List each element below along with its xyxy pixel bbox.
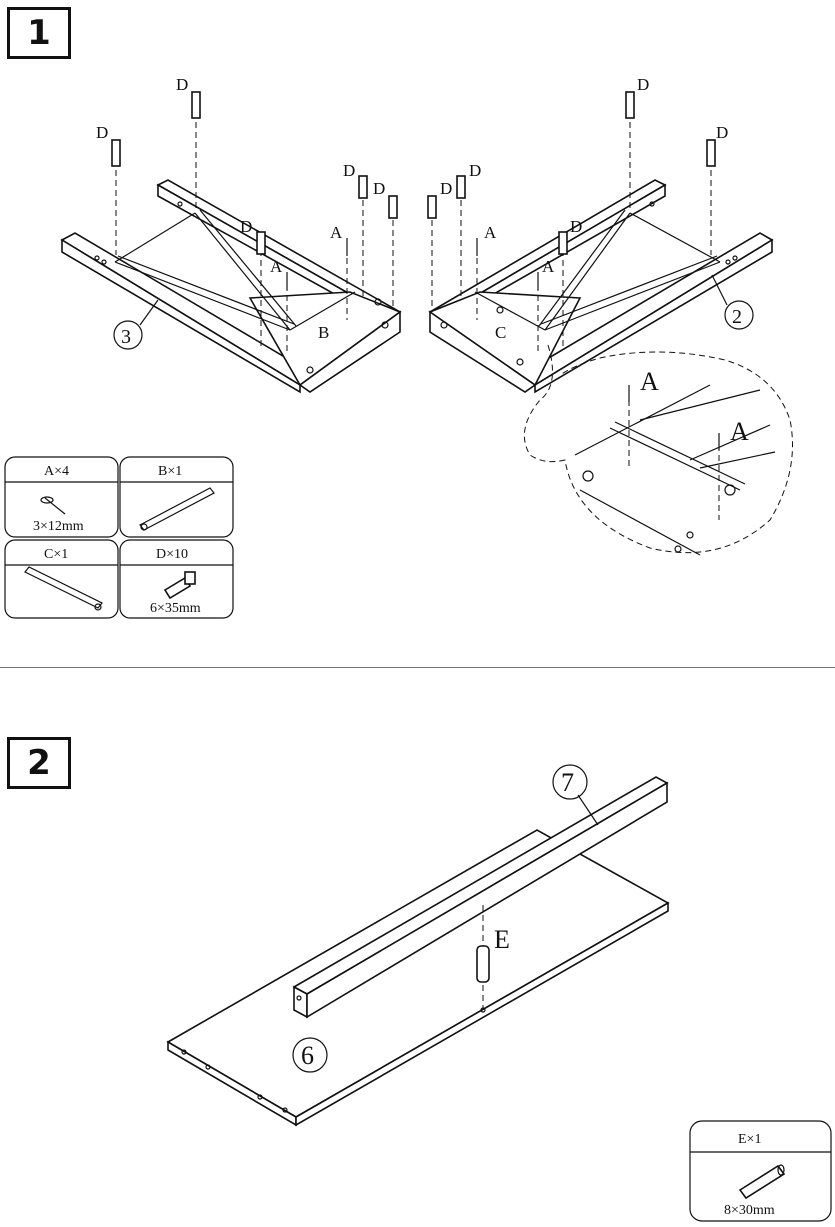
detail-bubble: A A <box>523 344 793 556</box>
label-d: D <box>716 123 728 142</box>
label-a: A <box>484 223 497 242</box>
hardware-b-title: B×1 <box>158 464 182 479</box>
callout-part-6: 6 <box>301 1041 314 1070</box>
label-d: D <box>240 217 252 236</box>
hardware-d-size: 6×35mm <box>150 601 201 616</box>
label-d: D <box>373 179 385 198</box>
hardware-e-title: E×1 <box>738 1132 761 1147</box>
step-2-number: 2 <box>7 737 71 789</box>
label-a: A <box>270 257 283 276</box>
hardware-a-size: 3×12mm <box>33 519 84 534</box>
label-e: E <box>494 925 510 954</box>
label-a: A <box>730 417 749 446</box>
bracket-b-icon <box>139 487 215 531</box>
callout-part-3: 3 <box>121 326 131 348</box>
step-divider <box>0 667 835 668</box>
label-d: D <box>176 75 188 94</box>
hardware-e-size: 8×30mm <box>724 1203 775 1218</box>
hardware-c-title: C×1 <box>44 547 68 562</box>
callout-part-7: 7 <box>561 768 574 797</box>
bracket-c-icon <box>24 566 103 611</box>
label-d: D <box>469 161 481 180</box>
left-frame-drawing: 3 D D D D D A A B <box>60 75 402 394</box>
label-a: A <box>640 367 659 396</box>
label-d: D <box>343 161 355 180</box>
step-1-number: 1 <box>7 7 71 59</box>
step2-drawing: E 7 6 <box>166 764 670 1127</box>
label-a: A <box>542 257 555 276</box>
label-a: A <box>330 223 343 242</box>
label-d: D <box>637 75 649 94</box>
label-d: D <box>570 217 582 236</box>
hardware-a-title: A×4 <box>44 464 69 479</box>
label-c: C <box>495 323 506 342</box>
label-d: D <box>96 123 108 142</box>
hardware-table-step1: A×4 3×12mm B×1 C×1 D×10 6×35mm <box>4 456 234 619</box>
label-b: B <box>318 323 329 342</box>
hardware-table-step2: E×1 8×30mm <box>689 1120 832 1222</box>
dowel-icon <box>738 1164 786 1200</box>
hardware-d-title: D×10 <box>156 547 188 562</box>
label-d: D <box>440 179 452 198</box>
callout-part-2: 2 <box>732 306 742 328</box>
screw-icon <box>40 496 66 515</box>
cam-bolt-icon <box>163 571 196 600</box>
right-frame-drawing: 2 D D D D D A A C <box>427 75 774 394</box>
